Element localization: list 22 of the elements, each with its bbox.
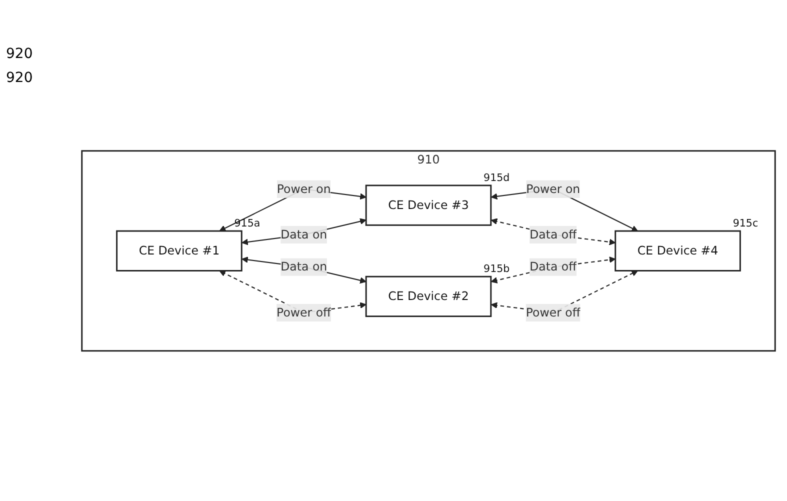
edge-label: Power off	[276, 304, 332, 319]
node-box: CE Device #2	[365, 276, 492, 317]
reference-numeral: 920	[6, 46, 34, 62]
edge-label: Data off	[530, 226, 577, 241]
node-box: CE Device #1	[116, 230, 242, 272]
reference-numeral: 920	[6, 70, 34, 86]
edge-label: Data on	[280, 259, 328, 274]
reference-numeral: 915a	[234, 217, 260, 230]
node-box: CE Device #3	[365, 184, 492, 226]
edge-label: Power off	[526, 304, 580, 319]
reference-numeral: 915c	[732, 217, 758, 230]
edge-label: Data off	[530, 259, 577, 274]
reference-numeral: 915b	[484, 262, 510, 275]
edge-label: Power on	[276, 181, 331, 196]
arrow	[490, 256, 616, 284]
edge-label: Data on	[280, 226, 328, 241]
node-box: CE Device #4	[614, 230, 741, 272]
reference-numeral: 915d	[484, 172, 510, 184]
arrow	[242, 218, 366, 245]
edge-label: Power on	[526, 181, 580, 196]
arrow	[490, 218, 616, 245]
arrow	[242, 256, 366, 284]
